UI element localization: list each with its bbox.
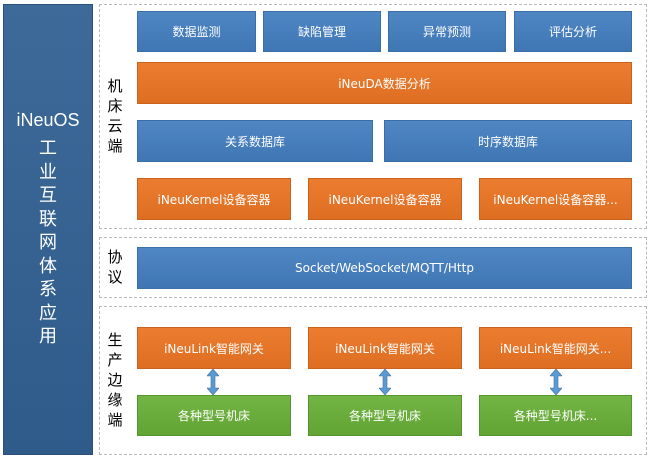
edge-section-frame — [99, 306, 647, 455]
edge-section-label: 生 产 边 缘 端 — [104, 330, 126, 430]
machine-tool-box: 各种型号机床 — [308, 395, 462, 436]
module-defect-management: 缺陷管理 — [263, 11, 381, 52]
title-char: 系 — [39, 279, 57, 301]
title-char: 工 — [39, 138, 57, 160]
kernel-container-box: iNeuKernel设备容器 — [137, 178, 291, 220]
label-char: 床 — [107, 97, 123, 115]
machine-tool-box: 各种型号机床 — [137, 395, 291, 436]
label-char: 云 — [107, 117, 123, 135]
label-char: 产 — [107, 351, 123, 369]
bidirectional-arrow-icon — [207, 369, 219, 395]
ineuda-analysis-bar: iNeuDA数据分析 — [137, 62, 632, 104]
label-char: 议 — [107, 268, 123, 286]
module-evaluation-analysis: 评估分析 — [514, 11, 632, 52]
title-char: 用 — [39, 326, 57, 348]
protocol-section-label: 协 议 — [104, 247, 126, 287]
kernel-container-box: iNeuKernel设备容器... — [479, 178, 632, 220]
protocol-section-frame — [99, 237, 647, 298]
relational-database-box: 关系数据库 — [137, 120, 373, 162]
label-char: 协 — [107, 248, 123, 266]
title-char: 联 — [39, 208, 57, 230]
label-char: 生 — [107, 331, 123, 349]
gateway-box: iNeuLink智能网关... — [479, 327, 632, 369]
module-data-monitoring: 数据监测 — [137, 11, 256, 52]
module-anomaly-prediction: 异常预测 — [388, 11, 506, 52]
bidirectional-arrow-icon — [379, 369, 391, 395]
title-char: 体 — [39, 255, 57, 277]
gateway-box: iNeuLink智能网关 — [308, 327, 462, 369]
cloud-section-frame — [99, 4, 647, 229]
timeseries-database-box: 时序数据库 — [384, 120, 632, 162]
title-char: 互 — [39, 185, 57, 207]
system-title-panel: iNeuOS 工 业 互 联 网 体 系 应 用 — [3, 4, 93, 455]
label-char: 缘 — [107, 391, 123, 409]
label-char: 端 — [107, 411, 123, 429]
title-char: 业 — [39, 161, 57, 183]
title-char: 网 — [39, 232, 57, 254]
machine-tool-box: 各种型号机床... — [479, 395, 632, 436]
kernel-container-box: iNeuKernel设备容器 — [308, 178, 462, 220]
title-char: 应 — [39, 302, 57, 324]
gateway-box: iNeuLink智能网关 — [137, 327, 291, 369]
label-char: 边 — [107, 371, 123, 389]
bidirectional-arrow-icon — [550, 369, 562, 395]
label-char: 端 — [107, 137, 123, 155]
brand-title: iNeuOS — [16, 110, 80, 131]
cloud-section-label: 机 床 云 端 — [104, 76, 126, 156]
protocol-bar: Socket/WebSocket/MQTT/Http — [137, 247, 632, 289]
label-char: 机 — [107, 77, 123, 95]
